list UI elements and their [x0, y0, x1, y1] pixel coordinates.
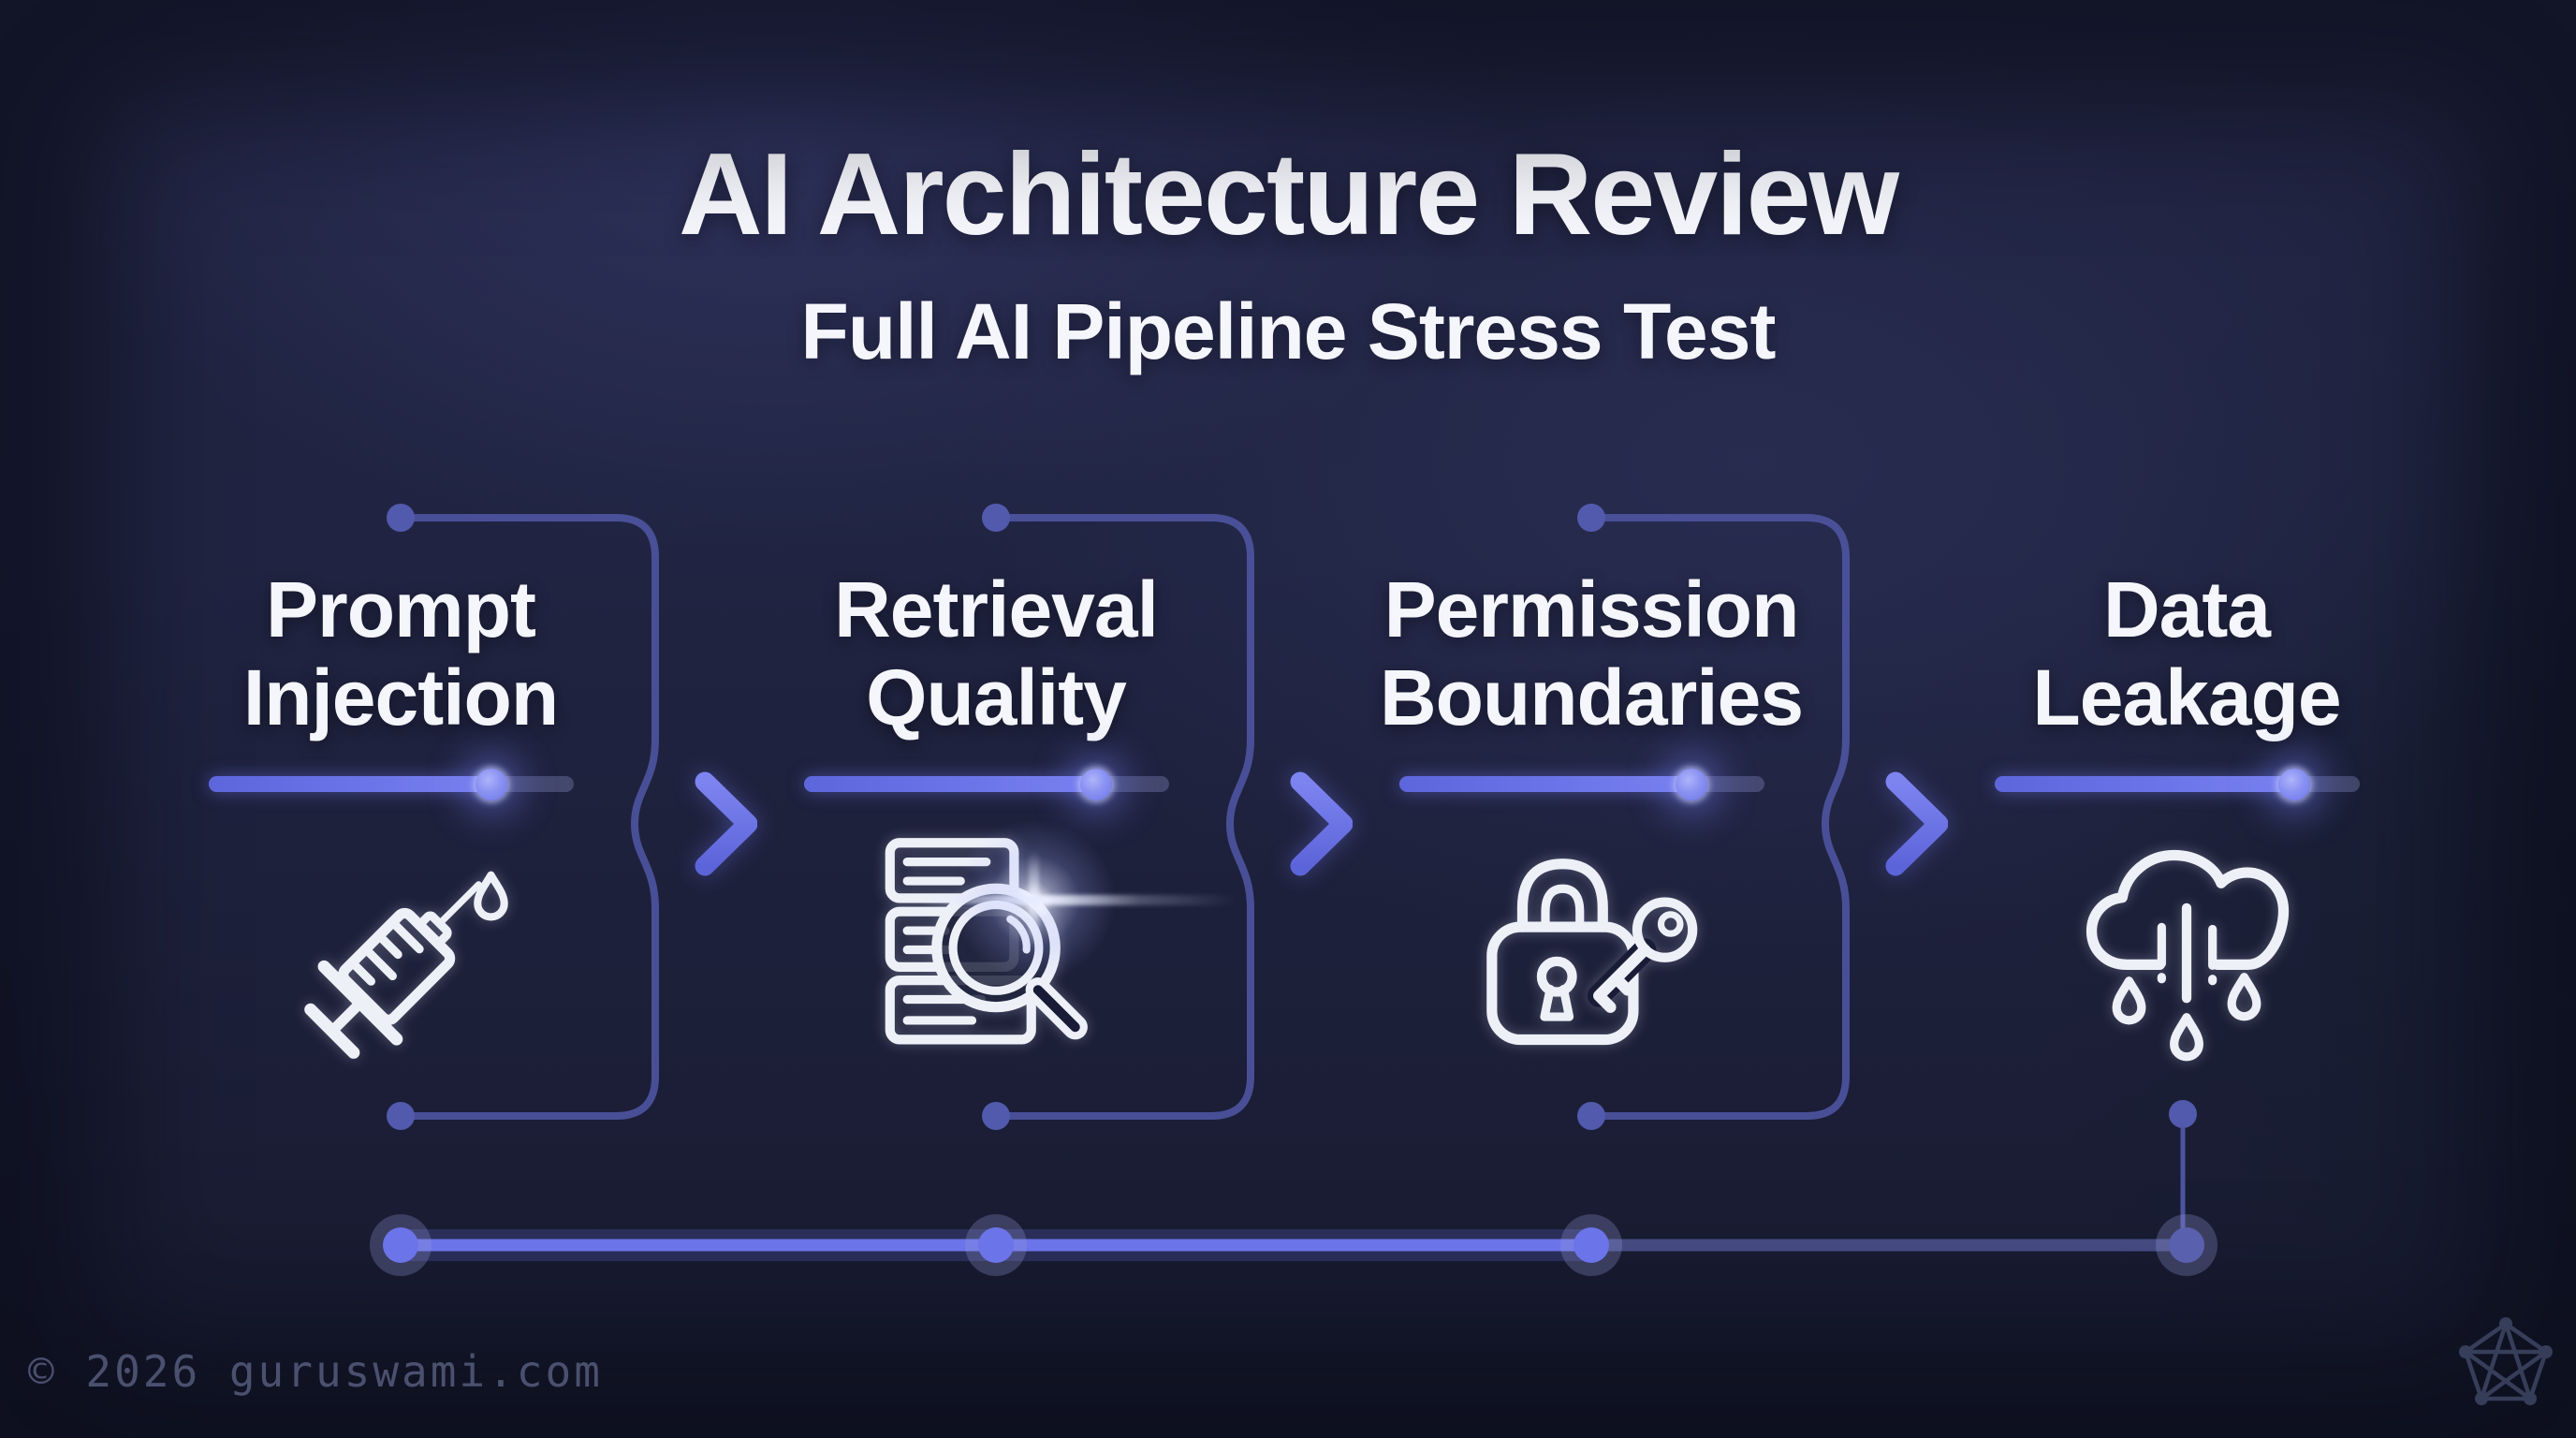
stage-label: Retrieval Quality [834, 565, 1159, 741]
progress-fill [1399, 776, 1691, 792]
document-search-icon [885, 838, 1088, 1045]
progress-knob [2277, 768, 2310, 800]
stage-permission-boundaries: Permission Boundaries [1292, 0, 1891, 1438]
pentagon-network-icon [2459, 1317, 2553, 1405]
syringe-icon [304, 871, 508, 1059]
progress-slider [1995, 768, 2360, 800]
stage-label: Permission Boundaries [1379, 565, 1804, 741]
connector-dot [982, 1102, 1010, 1130]
connector-dot [1577, 1102, 1605, 1130]
stage-retrieval-quality: Retrieval Quality [696, 0, 1295, 1438]
arrow-icon [1203, 771, 1353, 876]
page-title: AI Architecture Review [678, 130, 1899, 259]
progress-fill [209, 776, 492, 792]
timeline-node-dim [2169, 1227, 2204, 1263]
timeline-node [978, 1227, 1014, 1263]
page-subtitle: Full AI Pipeline Stress Test [800, 287, 1777, 375]
lock-key-icon [1486, 858, 1698, 1046]
stage-label: Prompt Injection [242, 565, 559, 741]
timeline-node [383, 1227, 418, 1263]
connector-dot [1577, 504, 1605, 532]
progress-slider [804, 768, 1169, 800]
progress-knob [1080, 768, 1112, 800]
progress-slider [1399, 768, 1764, 800]
progress-knob [476, 768, 508, 800]
progress-fill [1995, 776, 2294, 792]
droplet [474, 871, 508, 921]
cloud-rain-icon [2086, 849, 2290, 1062]
stage-data-leakage: Data Leakage [1887, 0, 2486, 1438]
bottom-timeline [370, 1214, 2217, 1276]
arrow-icon [1798, 771, 1948, 876]
connector-dot [2169, 1100, 2197, 1128]
connector-dot [387, 1102, 415, 1130]
progress-fill [804, 776, 1096, 792]
progress-knob [1676, 768, 1707, 800]
copyright-text: © 2026 guruswami.com [28, 1346, 603, 1397]
stage-label: Data Leakage [2032, 565, 2341, 741]
connector-dots [387, 504, 2197, 1130]
stage-prompt-injection: Prompt Injection [101, 0, 700, 1438]
connector-dot [387, 504, 415, 532]
progress-slider [209, 768, 574, 800]
timeline-node [1573, 1227, 1609, 1263]
timeline-node-halos [370, 1214, 2217, 1276]
connector-dot [982, 504, 1010, 532]
arrow-icon [607, 771, 757, 876]
